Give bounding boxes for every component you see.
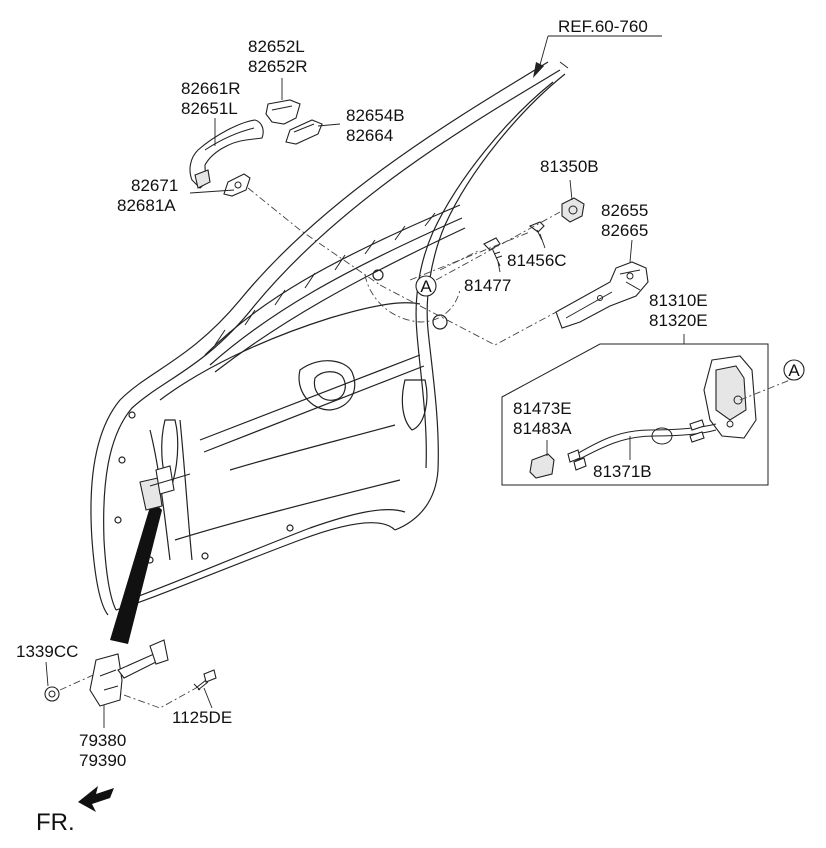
reference-arrow	[533, 35, 662, 78]
nut-1339cc	[44, 686, 60, 702]
label-82661r: 82661R	[181, 79, 241, 98]
reference-label: REF.60-760	[558, 17, 648, 36]
label-81473e: 81473E	[513, 399, 572, 418]
label-leaders	[45, 78, 685, 728]
front-direction-label: FR.	[36, 809, 75, 836]
label-81320e: 81320E	[649, 311, 708, 330]
front-direction-arrow	[78, 786, 114, 812]
label-81456c: 81456C	[507, 251, 567, 270]
bracket-part	[561, 197, 585, 223]
bolt-1125de	[193, 669, 217, 691]
svg-text:A: A	[420, 277, 432, 296]
bolt-81477	[483, 237, 503, 267]
assembly-leaders	[59, 187, 791, 709]
label-82671: 82671	[131, 176, 178, 195]
outside-handle-part	[189, 119, 264, 189]
door-check-link-part	[89, 639, 169, 707]
label-79390: 79390	[79, 751, 126, 770]
label-81310e: 81310E	[649, 291, 708, 310]
label-79380: 79380	[79, 731, 126, 750]
detail-a-outline	[364, 274, 461, 323]
label-82655: 82655	[601, 201, 648, 220]
rear-gasket-part	[223, 173, 251, 197]
label-81371b: 81371B	[593, 462, 652, 481]
door-checker-assembly	[110, 465, 191, 644]
svg-text:A: A	[788, 361, 800, 380]
latch-detail-box	[501, 343, 769, 486]
label-81483a: 81483A	[513, 419, 572, 438]
label-82651l: 82651L	[181, 99, 238, 118]
handle-cover-part	[265, 99, 301, 125]
callout-a-right: A	[783, 359, 805, 381]
label-82681a: 82681A	[117, 196, 176, 215]
label-82652l: 82652L	[248, 37, 305, 56]
handle-bracket-part	[555, 261, 649, 329]
door-frame	[90, 61, 566, 616]
label-82664: 82664	[346, 126, 393, 145]
label-82652r: 82652R	[248, 57, 308, 76]
label-82654b: 82654B	[346, 106, 405, 125]
label-1125de: 1125DE	[172, 708, 232, 727]
gasket-part	[285, 119, 323, 145]
label-82665: 82665	[601, 221, 648, 240]
callout-a-left: A	[415, 275, 437, 297]
label-1339cc: 1339CC	[16, 642, 78, 661]
label-81350b: 81350B	[540, 157, 599, 176]
label-81477: 81477	[464, 276, 511, 295]
